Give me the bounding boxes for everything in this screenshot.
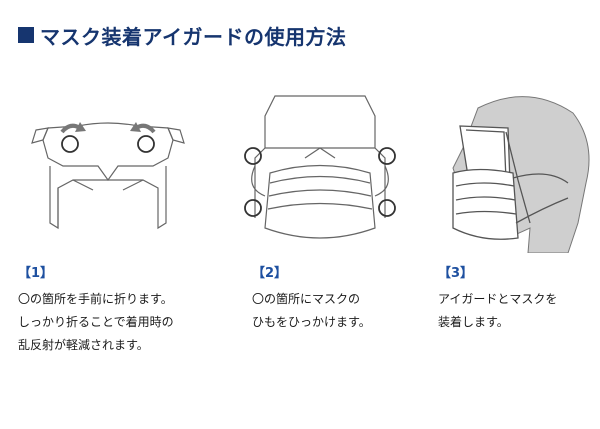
step-2: 【2】 〇の箇所にマスクの ひもをひっかけます。	[252, 265, 442, 334]
step-number: 【2】	[252, 266, 288, 281]
mark-circle-icon	[61, 135, 79, 153]
mark-circle-icon	[137, 135, 155, 153]
title-text: マスク装着アイガードの使用方法	[40, 24, 347, 49]
page-title: マスク装着アイガードの使用方法	[18, 20, 347, 50]
step-text: 〇の箇所にマスクの	[252, 292, 361, 306]
step-3: 【3】 アイガードとマスクを 装着します。	[438, 265, 600, 334]
step-number: 【3】	[438, 266, 474, 281]
step-text: アイガードとマスクを	[438, 292, 558, 306]
step-1: 【1】 〇の箇所を手前に折ります。 しっかり折ることで着用時の 乱反射が軽減され…	[18, 265, 208, 357]
step-number: 【1】	[18, 266, 54, 281]
step-text: ひもをひっかけます。	[252, 315, 371, 329]
step-text: しっかり折ることで着用時の	[18, 315, 174, 329]
step-text: 〇の箇所を手前に折ります。	[18, 292, 173, 306]
illustration-step2-mask-hook	[244, 95, 396, 239]
mark-circle-icon	[244, 199, 262, 217]
step-text: 乱反射が軽減されます。	[18, 338, 149, 352]
illustration-step3-wearing	[452, 96, 590, 253]
illustration-step1-eyeguard-fold	[31, 122, 185, 230]
step-text: 装着します。	[438, 315, 509, 329]
mark-circle-icon	[378, 147, 396, 165]
title-bullet-square	[18, 27, 34, 43]
mark-circle-icon	[244, 147, 262, 165]
mark-circle-icon	[378, 199, 396, 217]
